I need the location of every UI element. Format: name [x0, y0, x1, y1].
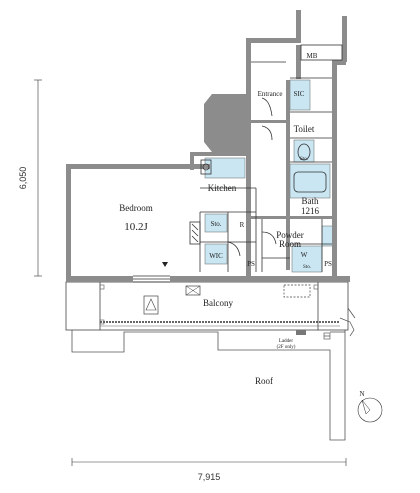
washer-label: W — [301, 251, 308, 259]
powder-room-label-line2: Room — [279, 239, 301, 249]
kitchen-label: Kitchen — [208, 183, 237, 193]
toilet-storage-label: Sto. — [300, 157, 308, 162]
sic-label: SIC — [294, 90, 305, 98]
storage-label: Sto. — [210, 220, 221, 228]
ladder-label-line1: Ladder — [279, 339, 293, 344]
powder-room-label-line1: Powder — [276, 230, 304, 240]
interior-lines — [133, 44, 343, 283]
bedroom-label: Bedroom — [119, 203, 153, 213]
north-label: N — [359, 390, 364, 398]
mb-label: MB — [307, 52, 318, 60]
ladder-label-line2: (2F only) — [277, 345, 296, 350]
ps-right-label: PS — [324, 260, 332, 268]
balcony-label: Balcony — [203, 298, 233, 308]
ps-left-label: PS — [247, 260, 255, 268]
refrigerator-label: R — [240, 221, 245, 229]
bedroom-size: 10.2J — [124, 221, 148, 233]
toilet-label: Toilet — [294, 124, 315, 134]
bath-size: 1216 — [301, 206, 320, 216]
horizontal-dimension: 7,915 — [198, 472, 221, 482]
entry-marker-icon — [162, 262, 168, 267]
north-arrow-icon — [357, 397, 383, 423]
wic-label: WIC — [209, 252, 223, 260]
washer-storage-label: Sto. — [303, 265, 311, 270]
bath-label: Bath — [302, 196, 319, 206]
horizontal-dimension-line — [71, 458, 347, 466]
roof-label: Roof — [255, 376, 273, 386]
entrance-label: Entrance — [258, 90, 283, 98]
walls — [66, 10, 350, 282]
balcony-area — [65, 281, 355, 340]
vertical-dimension: 6,050 — [18, 167, 28, 190]
vertical-dimension-line — [34, 79, 42, 277]
